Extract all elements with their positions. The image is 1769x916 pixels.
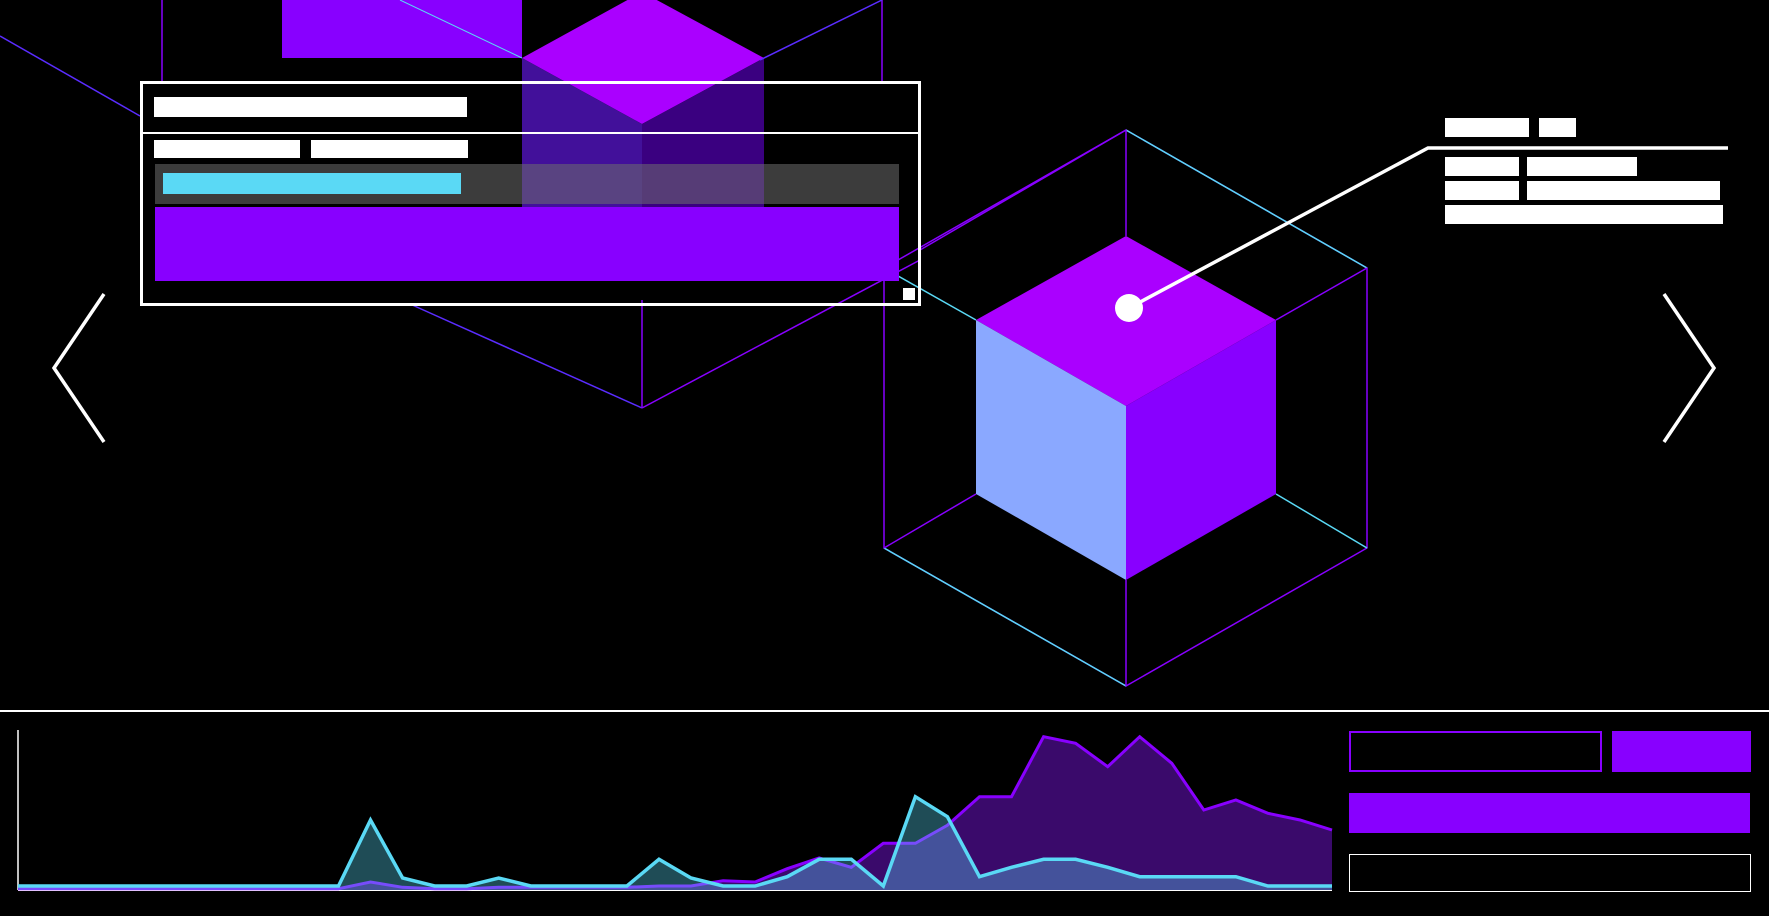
timeline-divider: [0, 710, 1769, 712]
callout-key-placeholder-2: [1445, 181, 1519, 200]
bg-line: [399, 0, 523, 59]
series-a-area: [18, 736, 1332, 890]
bg-cube-top-face: [522, 0, 764, 124]
wireframe-edge: [1275, 493, 1368, 549]
wireframe-edge: [883, 493, 977, 549]
callout-value-placeholder-2: [1527, 181, 1720, 200]
callout-heading-placeholder-2: [1539, 118, 1576, 137]
cube-right-face: [1126, 320, 1276, 580]
control-outline-button[interactable]: [1349, 731, 1602, 772]
series-a-line: [18, 734, 1333, 891]
control-wide-button[interactable]: [1349, 793, 1750, 833]
chevron-left-icon[interactable]: [46, 290, 108, 446]
info-panel: [140, 81, 921, 306]
panel-label-placeholder-1: [154, 140, 300, 158]
control-primary-button[interactable]: [1612, 731, 1751, 772]
progress-track: [155, 164, 899, 204]
bg-line: [0, 35, 141, 117]
callout-key-placeholder-1: [1445, 157, 1519, 176]
wireframe-edge: [883, 547, 1127, 687]
callout-value-placeholder-1: [1527, 157, 1637, 176]
progress-fill: [163, 173, 461, 194]
wireframe-edge: [1275, 267, 1368, 321]
cube-left-face: [976, 320, 1126, 580]
chevron-right-icon[interactable]: [1660, 290, 1722, 446]
series-b-area: [18, 796, 1332, 890]
bg-line: [759, 0, 883, 61]
panel-label-placeholder-2: [311, 140, 468, 158]
timeline-chart[interactable]: [0, 712, 1340, 916]
callout-leader-line: [1128, 146, 1728, 310]
hotspot-dot-icon[interactable]: [1115, 294, 1143, 322]
callout-value-placeholder-3: [1445, 205, 1723, 224]
control-input-field[interactable]: [1349, 854, 1751, 892]
series-b-line: [18, 794, 1332, 889]
bg-line: [409, 303, 643, 409]
bg-cube-top-left-face: [282, 0, 522, 58]
callout-heading-placeholder-1: [1445, 118, 1529, 137]
panel-title-placeholder: [154, 97, 467, 117]
panel-content-block: [155, 207, 899, 281]
bg-line: [641, 259, 921, 409]
wireframe-edge: [1125, 129, 1368, 269]
panel-divider: [143, 132, 918, 134]
wireframe-edge: [919, 129, 1127, 251]
resize-handle[interactable]: [903, 288, 915, 300]
wireframe-edge: [883, 267, 977, 321]
